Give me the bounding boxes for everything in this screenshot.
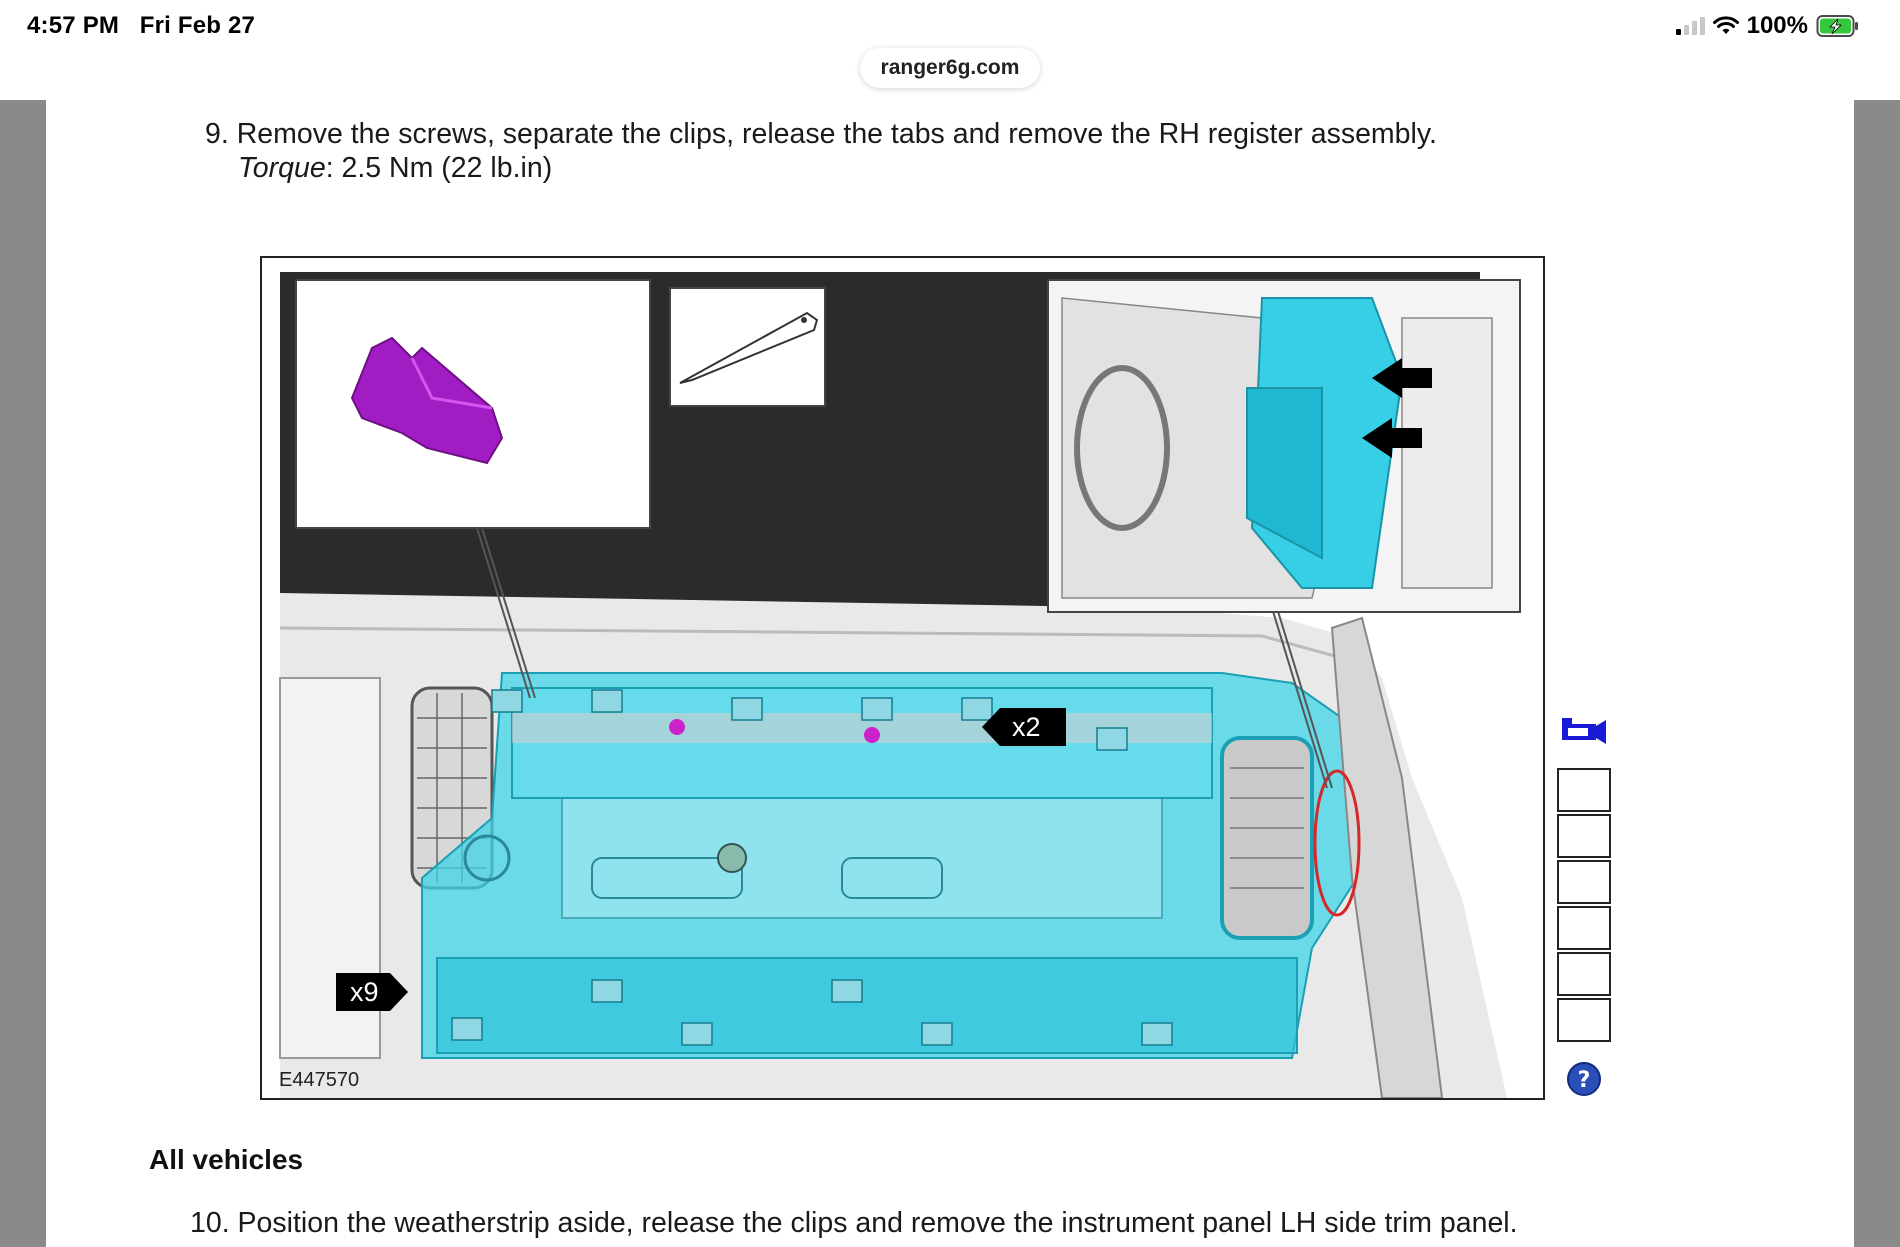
status-time: 4:57 PM Fri Feb 27 (27, 12, 256, 39)
wifi-icon (1712, 16, 1739, 34)
callout-x9: x9 (336, 973, 408, 1011)
help-icon[interactable]: ? (1566, 1061, 1602, 1097)
instruction-figure: x9 x2 E447570 (260, 256, 1545, 1100)
callout-x2: x2 (982, 708, 1066, 746)
step-9-torque: Torque: 2.5 Nm (22 lb.in) (238, 152, 553, 184)
page-margin-left (0, 100, 46, 1247)
url-bar[interactable]: ranger6g.com (860, 48, 1040, 88)
step-10: 10. Position the weatherstrip aside, rel… (190, 1206, 1518, 1240)
step-10-number: 10. (190, 1207, 230, 1239)
battery-charging-icon (1816, 15, 1858, 37)
tool-box-3[interactable] (1557, 860, 1611, 904)
step-10-text: Position the weatherstrip aside, release… (237, 1207, 1518, 1239)
signal-icon (1675, 17, 1705, 35)
step-9: 9. Remove the screws, separate the clips… (205, 117, 1437, 185)
figure-id: E447570 (279, 1069, 360, 1091)
tool-box-2[interactable] (1557, 814, 1611, 858)
video-camera-icon[interactable] (1560, 712, 1608, 748)
step-9-text: Remove the screws, separate the clips, r… (236, 118, 1437, 150)
svg-text:?: ? (1578, 1068, 1591, 1093)
status-bar: 4:57 PM Fri Feb 27 100% (0, 0, 1900, 50)
battery-percent: 100% (1746, 12, 1808, 39)
tool-box-6[interactable] (1557, 998, 1611, 1042)
figure-illustration (279, 272, 1521, 1098)
tool-box-4[interactable] (1557, 906, 1611, 950)
step-9-number: 9. (205, 118, 229, 150)
tool-box-1[interactable] (1557, 768, 1611, 812)
page-margin-right (1854, 100, 1900, 1247)
tool-box-5[interactable] (1557, 952, 1611, 996)
section-heading: All vehicles (149, 1144, 304, 1175)
status-indicators: 100% (1675, 12, 1860, 40)
